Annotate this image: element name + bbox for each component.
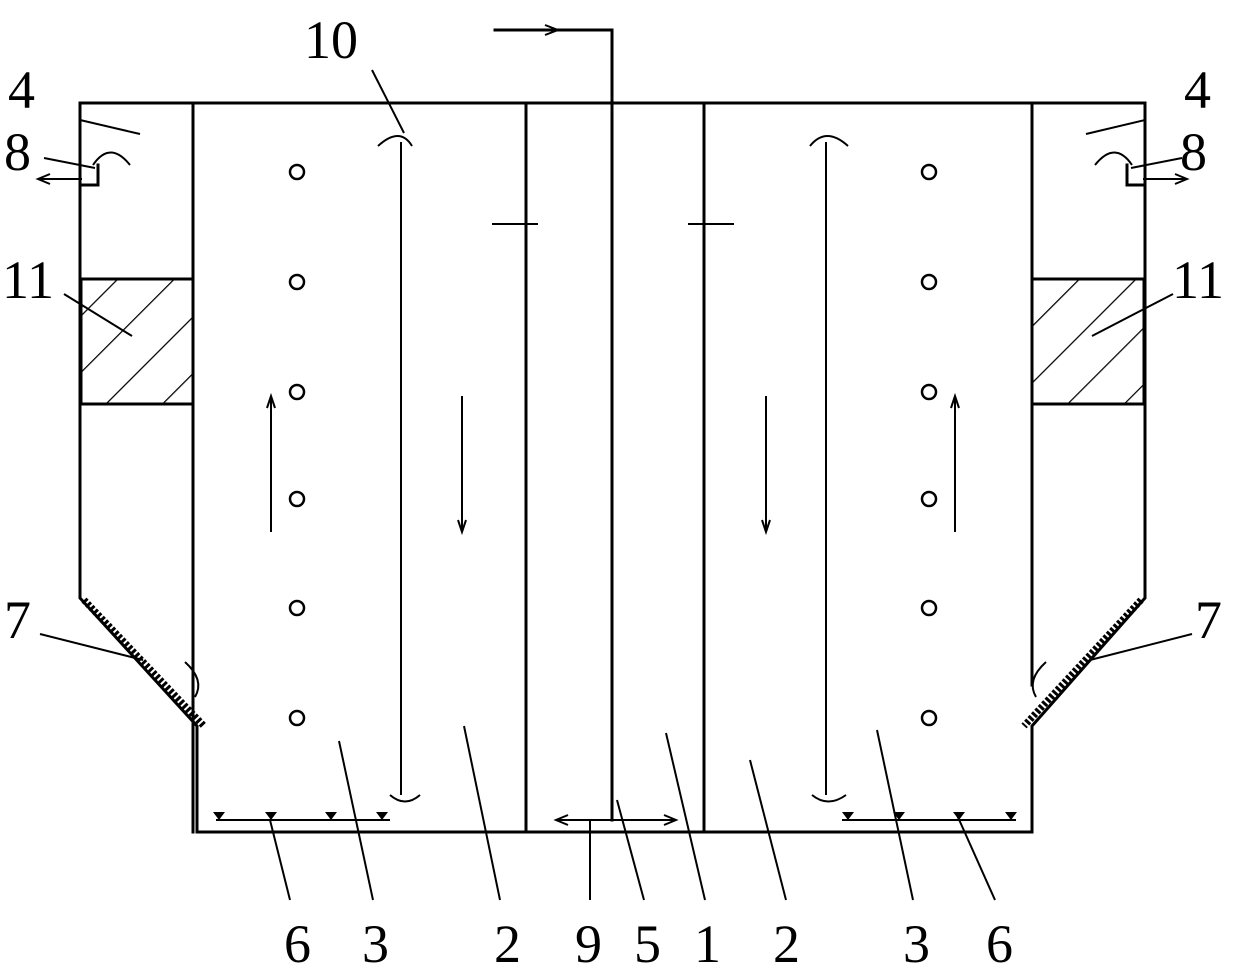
label-4-left: 4 [8, 60, 35, 120]
flow-down-left-head [457, 519, 467, 536]
label-2-right: 2 [773, 914, 800, 972]
flow-up-left-head [266, 392, 276, 409]
label-8-left: 8 [4, 122, 31, 182]
outlet-right [1125, 163, 1145, 187]
label-3-left: 3 [362, 914, 389, 972]
distributor-arrow-left [553, 814, 569, 826]
hole [288, 383, 306, 401]
label-10: 10 [304, 10, 358, 70]
hole [288, 163, 306, 181]
feed-pipe [493, 28, 614, 822]
hole [920, 599, 938, 617]
label-9: 9 [575, 914, 602, 972]
hole [288, 599, 306, 617]
circulation-left-bottom-hood [389, 794, 421, 803]
distributor-arrow-right [663, 814, 679, 826]
outlet-right-hood [1094, 151, 1133, 166]
label-7-left: 7 [4, 590, 31, 650]
hole [920, 709, 938, 727]
hole [288, 273, 306, 291]
label-11-left: 11 [2, 250, 54, 310]
label-11-right: 11 [1172, 250, 1224, 310]
hole [288, 709, 306, 727]
outlet-left-arrowhead [35, 173, 51, 185]
hopper-left-curve [184, 661, 200, 698]
label-3-right: 3 [903, 914, 930, 972]
label-5: 5 [634, 914, 661, 972]
feed-pipe-arrow [544, 24, 561, 36]
hole [920, 490, 938, 508]
outlet-left-hood [92, 151, 131, 166]
flow-down-right-head [761, 519, 771, 536]
hopper-right-curve [1031, 661, 1047, 698]
hole [920, 273, 938, 291]
circulation-right-top-hood [809, 135, 849, 147]
aeration-holes-right [920, 163, 938, 727]
hole [920, 163, 938, 181]
leader-lines [39, 69, 1193, 901]
packing-right [1030, 277, 1146, 406]
aerator-left-nozzles [213, 812, 388, 820]
label-2-left: 2 [494, 914, 521, 972]
label-1: 1 [694, 914, 721, 972]
packing-left [79, 277, 195, 406]
label-6-left: 6 [284, 914, 311, 972]
circulation-left-top-hood [377, 135, 413, 147]
outlet-right-arrowhead [1174, 173, 1190, 185]
label-4-right: 4 [1184, 60, 1211, 120]
hopper-left [81, 597, 207, 729]
label-8-right: 8 [1180, 122, 1207, 182]
circulation-right-bottom-hood [811, 794, 847, 803]
hole [920, 383, 938, 401]
aerator-right-nozzles [842, 812, 1017, 820]
label-7-right: 7 [1195, 590, 1222, 650]
flow-up-right-head [950, 392, 960, 409]
label-6-right: 6 [986, 914, 1013, 972]
outlet-left [80, 163, 100, 187]
hopper-right [1021, 597, 1144, 729]
aeration-holes-left [288, 163, 306, 727]
hole [288, 490, 306, 508]
